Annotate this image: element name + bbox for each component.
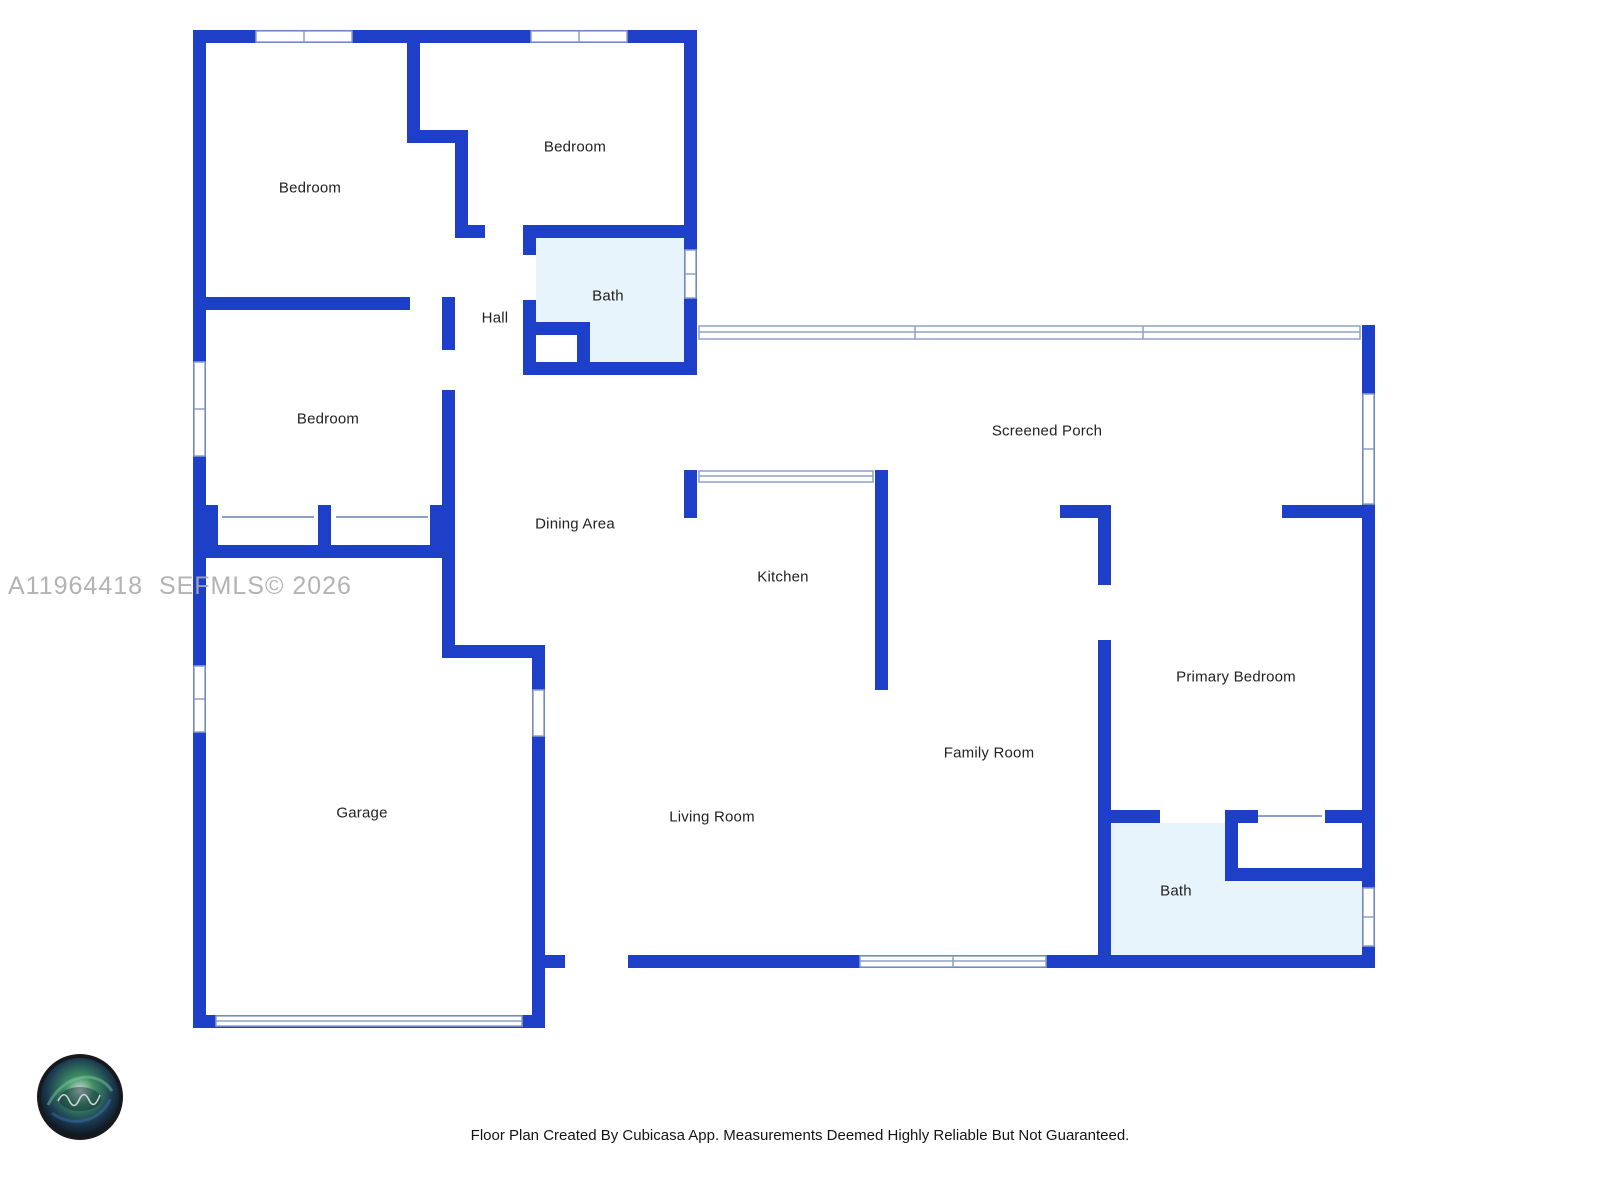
room-label-bath-bottom: Bath [1160,882,1192,900]
window-bath-bottom-right [1362,887,1375,947]
room-label-family-room: Family Room [943,744,1035,762]
bath-floor-fills [536,238,1362,955]
room-label-hall: Hall [481,309,509,327]
room-label-kitchen: Kitchen [757,568,809,586]
mls-watermark: A11964418 SEFMLS© 2026 [8,572,352,600]
room-label-bedroom-top-center: Bedroom [543,138,607,156]
window-garage-left [193,665,206,733]
photographer-logo [36,1053,124,1141]
windows [193,30,1375,1027]
room-label-living-room: Living Room [669,808,755,826]
room-label-garage: Garage [336,804,388,822]
room-label-dining-area: Dining Area [535,515,615,533]
footer-disclaimer: Floor Plan Created By Cubicasa App. Meas… [470,1127,1130,1144]
garage-door [215,1015,523,1027]
window-bath-top [684,249,697,299]
room-label-bedroom-left: Bedroom [296,410,360,428]
screen-porch-top [698,325,1361,340]
photographer-logo-image [37,1054,123,1140]
room-label-screened-porch: Screened Porch [991,422,1103,440]
kitchen-counter-passthrough [698,470,874,483]
room-label-bedroom-top-left: Bedroom [278,179,342,197]
screen-porch-right [1362,393,1375,505]
room-label-bath-top: Bath [592,287,624,305]
window-living-bottom [859,955,1047,968]
closet-door-lines [222,516,1322,817]
garage-side-door [532,689,545,737]
window-bedroom-left [193,361,206,457]
window-bedroom-top-left [255,30,353,43]
room-label-primary-bedroom: Primary Bedroom [1176,668,1296,686]
window-bedroom-top-center [530,30,628,43]
